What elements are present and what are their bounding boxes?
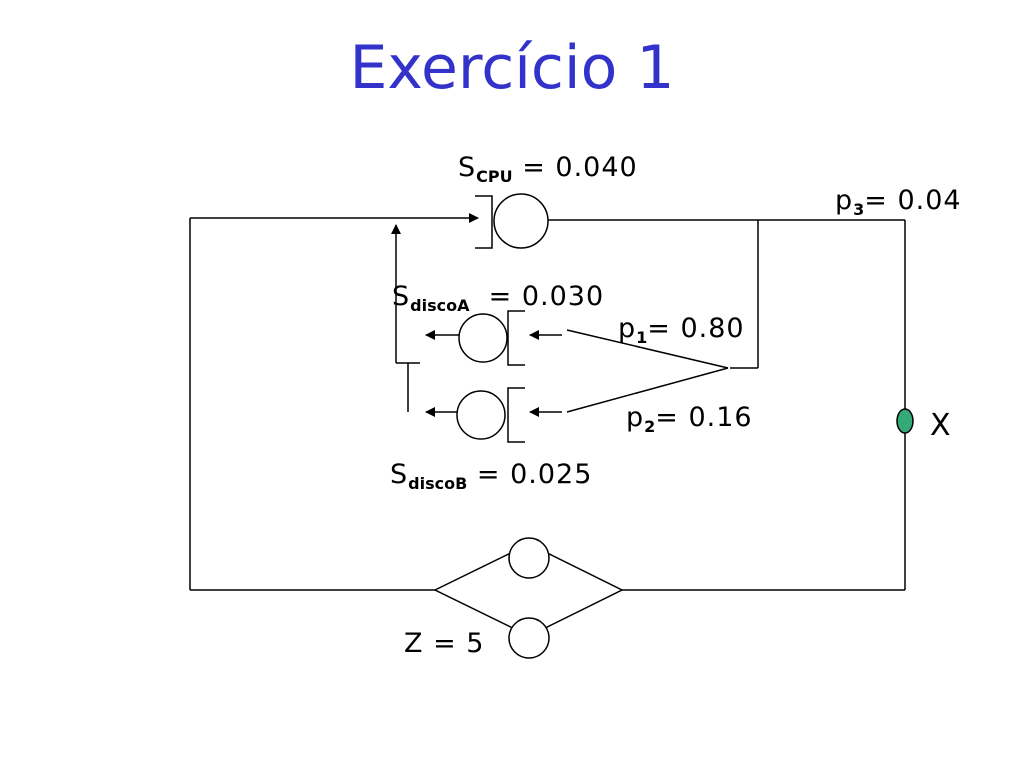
discoB-queue-bracket [507, 387, 525, 443]
label-p3: p3= 0.04 [835, 185, 962, 219]
terminals-diamond [433, 543, 624, 637]
cpu-server-circle [493, 193, 549, 249]
route-p1-line [566, 329, 729, 369]
discoB-server-circle [456, 390, 506, 440]
label-s-discoA: SdiscoA = 0.030 [392, 281, 605, 315]
slide-title: Exercício 1 [349, 33, 675, 103]
discoA-queue-bracket [507, 310, 525, 366]
terminal-server-top [508, 537, 550, 579]
cpu-queue-bracket [475, 195, 493, 249]
discoA-server-circle [458, 313, 508, 363]
label-s-cpu: SCPU = 0.040 [458, 152, 638, 186]
label-p2: p2= 0.16 [626, 402, 753, 436]
route-p2-line [566, 367, 729, 413]
terminal-server-bottom [508, 617, 550, 659]
label-throughput-x: X [930, 408, 951, 443]
label-p1: p1= 0.80 [618, 313, 745, 347]
label-think-time-z: Z = 5 [404, 628, 485, 659]
throughput-marker-icon [896, 408, 914, 434]
label-s-discoB: SdiscoB = 0.025 [390, 459, 593, 493]
